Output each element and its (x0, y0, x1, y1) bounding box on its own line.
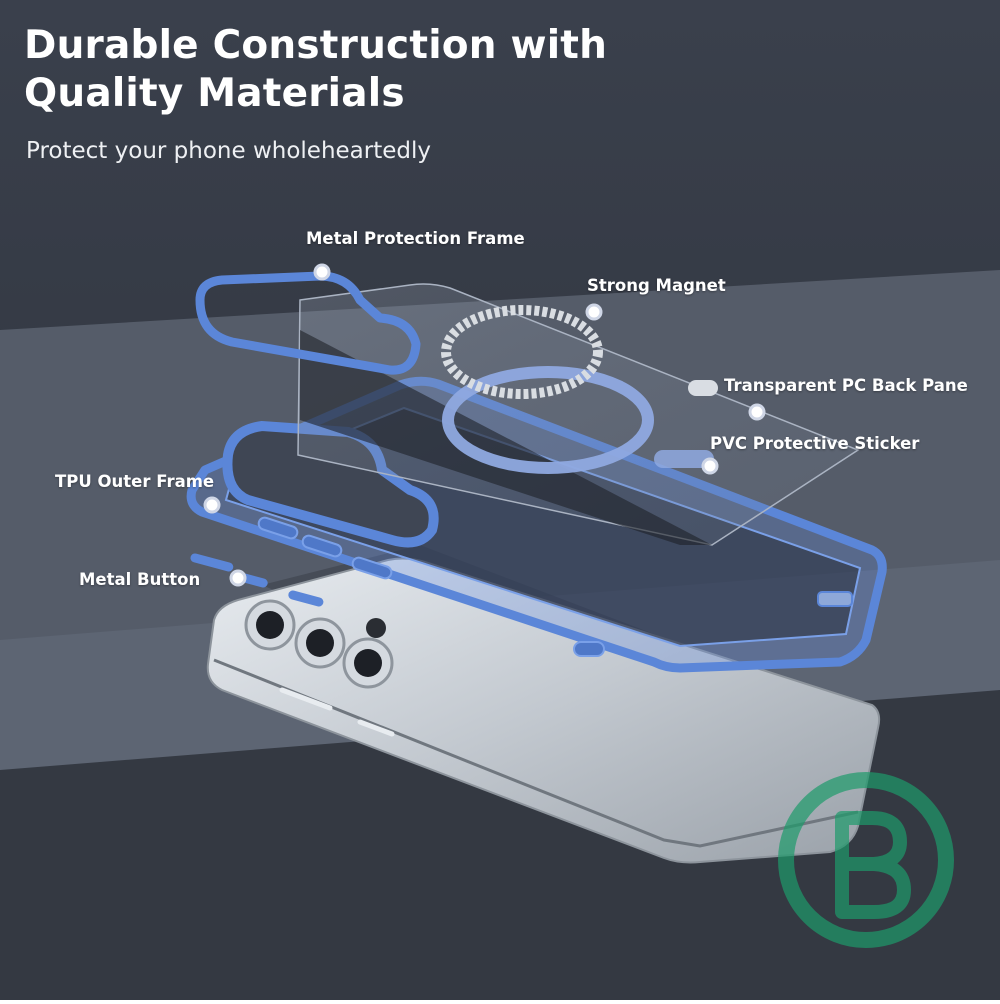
subheadline: Protect your phone wholeheartedly (26, 138, 431, 164)
headline-line-1: Durable Construction with (24, 23, 608, 68)
callout-transparent-pc-back-pane: Transparent PC Back Pane (724, 376, 968, 395)
phone (206, 545, 881, 864)
callout-pvc-protective-sticker: PVC Protective Sticker (710, 434, 920, 453)
callout-strong-magnet: Strong Magnet (587, 276, 726, 295)
magnet-ring (441, 305, 603, 399)
dot-marker-icon (203, 263, 766, 587)
b-logo-watermark-icon (778, 772, 954, 948)
headline: Durable Construction with Quality Materi… (24, 22, 607, 118)
callout-metal-protection-frame: Metal Protection Frame (306, 229, 525, 248)
headline-line-2: Quality Materials (24, 71, 405, 116)
metal-protection-frame (195, 271, 421, 375)
callout-metal-button: Metal Button (79, 570, 201, 589)
pvc-sticker-ring (442, 366, 654, 474)
transparent-back-pane (297, 283, 860, 546)
callout-tpu-outer-frame: TPU Outer Frame (55, 472, 215, 491)
